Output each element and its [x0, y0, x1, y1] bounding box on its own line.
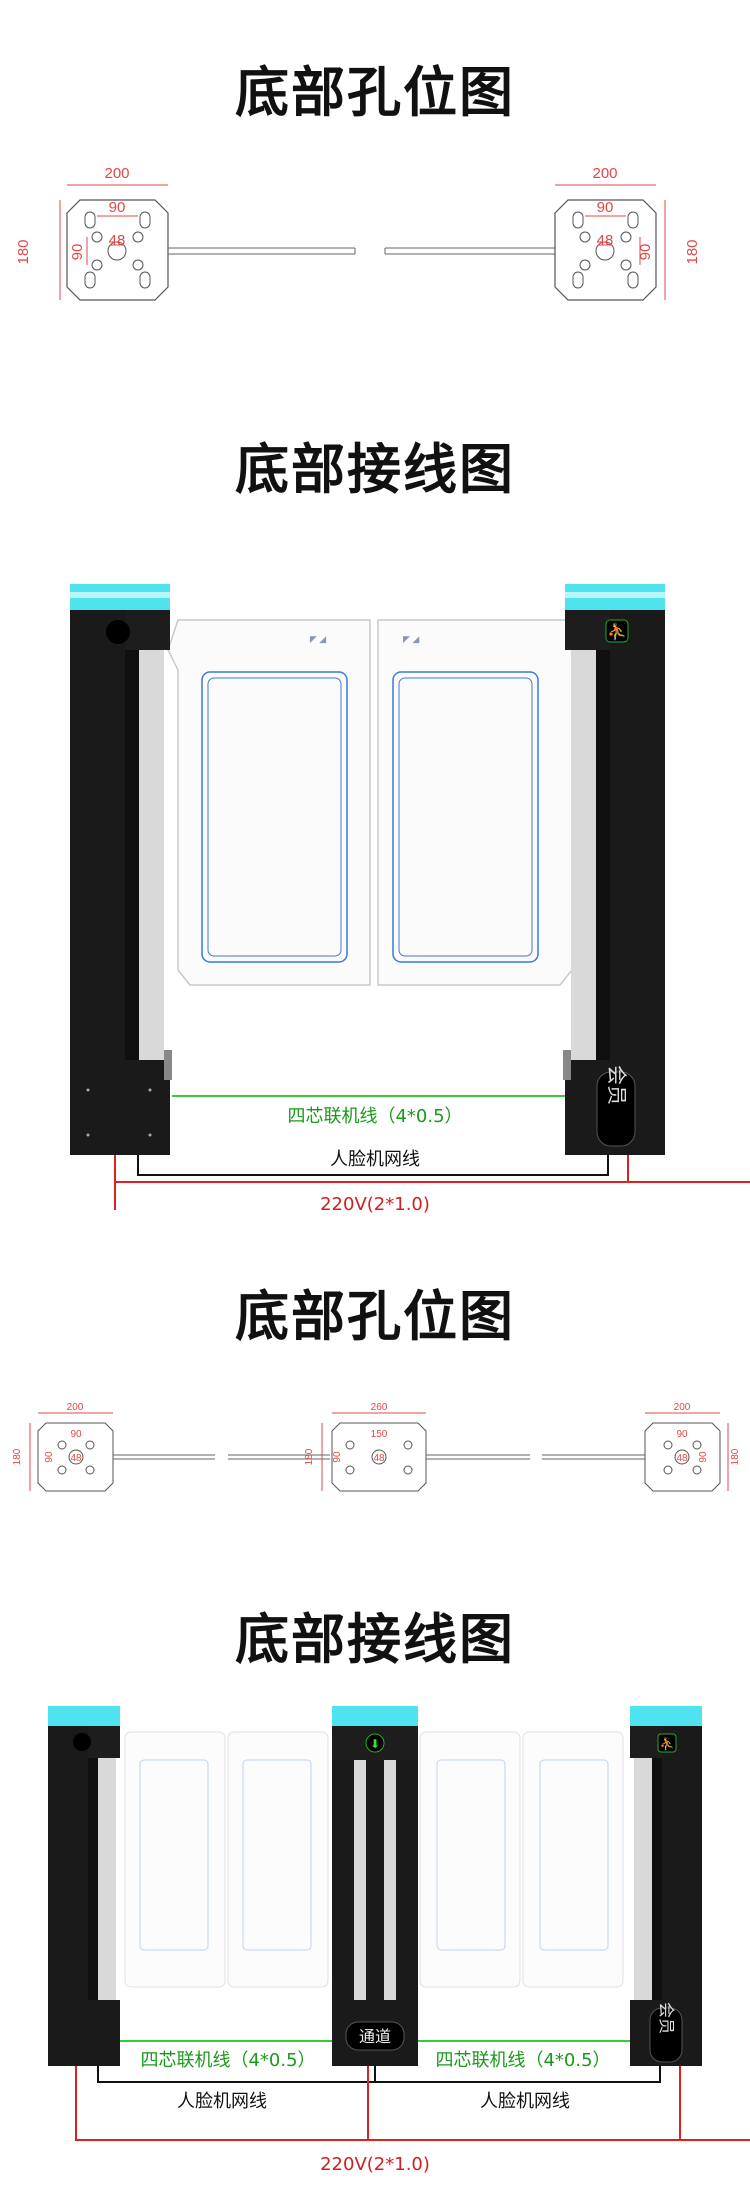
plate-height-label: 180: [304, 1448, 315, 1465]
walking-person-icon: ⛹: [660, 1736, 675, 1751]
left-gate-pillar: [48, 1706, 120, 2066]
plate-height-label: 180: [684, 239, 701, 264]
right-gate-pillar: ⛹ 会员: [563, 584, 665, 1155]
middle-gate-pillar: ⬇ 通道: [332, 1706, 418, 2066]
right-gate-pillar: ⛹ 会员: [630, 1706, 702, 2066]
inner-width-label: 90: [597, 199, 614, 216]
channel-badge: 通道: [359, 2028, 391, 2046]
center-hole-label: 48: [109, 232, 126, 249]
left-base-plate: 200 90 48 180 90: [12, 1402, 114, 1492]
inner-height-label: 90: [69, 244, 86, 261]
face-network-cable-label: 人脸机网线: [177, 2091, 267, 2112]
wiring-diagram-2: ⬇ 通道 ⛹ 会员 四芯联机线（4*0.5） 四芯联机线（4*0.5） 人脸机网…: [48, 1706, 750, 2175]
page-title: 底部孔位图: [235, 1285, 515, 1348]
face-network-cable-label: 人脸机网线: [480, 2091, 570, 2112]
four-core-cable-label: 四芯联机线（4*0.5）: [435, 2050, 610, 2071]
middle-base-plate: 260 150 48 180 90: [304, 1402, 427, 1492]
inner-width-label: 150: [371, 1429, 388, 1440]
plate-width-label: 200: [592, 165, 617, 182]
plate-width-label: 200: [104, 165, 129, 182]
power-cable-label: 220V(2*1.0): [320, 1194, 430, 1215]
center-hole-label: 48: [373, 1453, 385, 1464]
inner-width-label: 90: [109, 199, 126, 216]
center-hole-label: 48: [597, 232, 614, 249]
left-base-plate: 200 180 90 90 48: [15, 165, 169, 301]
hole-position-diagram-1: 200 180 90 90 48 200 180 90 90 48: [15, 165, 701, 301]
member-badge: 会员: [657, 2002, 675, 2034]
svg-text:◤ ◢: ◤ ◢: [403, 634, 419, 644]
left-glass-wing: ◤ ◢: [167, 619, 371, 986]
four-core-cable-label: 四芯联机线（4*0.5）: [140, 2050, 315, 2071]
member-badge: 会员: [605, 1065, 628, 1105]
center-hole-label: 48: [70, 1453, 82, 1464]
plate-width-label: 200: [67, 1402, 84, 1413]
power-cable-label: 220V(2*1.0): [320, 2154, 430, 2175]
inner-height-label: 90: [44, 1451, 55, 1463]
inner-height-label: 90: [637, 244, 654, 261]
inner-width-label: 90: [70, 1429, 82, 1440]
four-core-cable-label: 四芯联机线（4*0.5）: [287, 1106, 462, 1127]
page-title: 底部接线图: [235, 1608, 515, 1671]
page-title: 底部孔位图: [235, 61, 515, 124]
page-title: 底部接线图: [235, 438, 515, 501]
plate-width-label: 260: [371, 1402, 388, 1413]
right-glass-wing: ◤ ◢: [377, 619, 583, 986]
right-base-plate: 200 180 90 90 48: [554, 165, 701, 301]
wiring-diagram-1: ◤ ◢ ◤ ◢ ⛹ 会员: [70, 584, 665, 1210]
glass-wings: [124, 1731, 624, 1988]
plate-width-label: 200: [674, 1402, 691, 1413]
inner-height-label: 90: [332, 1451, 343, 1463]
face-network-cable-label: 人脸机网线: [330, 1149, 420, 1170]
right-base-plate: 200 90 48 180 90: [644, 1402, 741, 1492]
svg-text:◤ ◢: ◤ ◢: [310, 634, 326, 644]
plate-height-label: 180: [730, 1448, 741, 1465]
hole-position-diagram-2: 200 90 48 180 90 260 150 48 180 90 200 9…: [12, 1402, 741, 1492]
plate-height-label: 180: [15, 239, 32, 264]
inner-width-label: 90: [676, 1429, 688, 1440]
arrow-down-icon: ⬇: [370, 1737, 380, 1751]
inner-height-label: 90: [698, 1451, 709, 1463]
center-hole-label: 48: [676, 1453, 688, 1464]
left-gate-pillar: [70, 584, 172, 1155]
plate-height-label: 180: [12, 1448, 23, 1465]
power-line-1: 220V(2*1.0): [114, 1155, 750, 1215]
walking-person-icon: ⛹: [607, 622, 627, 641]
